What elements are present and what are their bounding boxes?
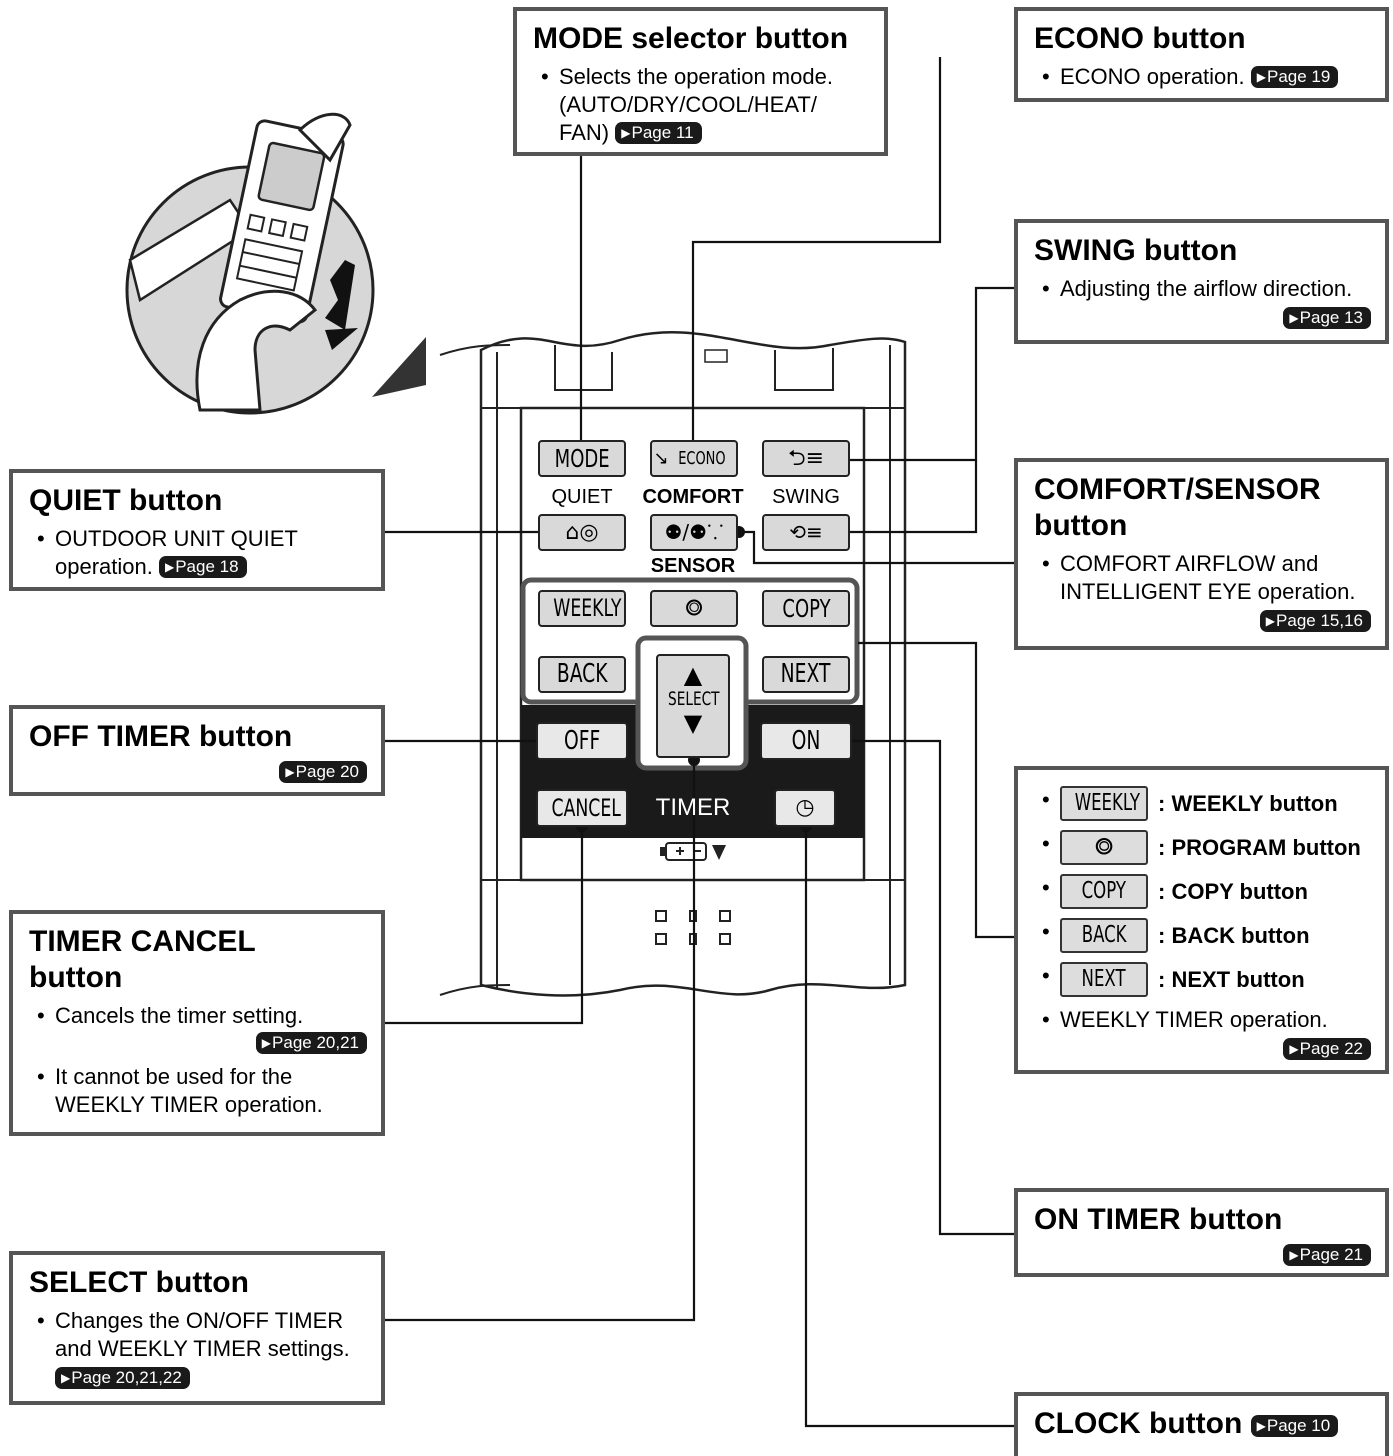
page-ref: Page 20,21,22	[55, 1367, 190, 1389]
select-down-icon: ▼	[683, 709, 703, 737]
back-key: BACK	[1060, 918, 1148, 953]
mode-button[interactable]: MODE	[538, 440, 626, 477]
weekly-key: WEEKLY	[1060, 786, 1148, 821]
weekly-key-row: WEEKLY: WEEKLY button	[1034, 786, 1371, 821]
page-ref: Page 20	[279, 761, 367, 783]
clock-icon: ◷	[795, 795, 815, 820]
callout-select: SELECT button Changes the ON/OFF TIMER a…	[9, 1251, 385, 1405]
hand-illustration	[125, 112, 426, 415]
next-key: NEXT	[1060, 962, 1148, 997]
battery-icon	[660, 842, 726, 861]
callout-timer-cancel: TIMER CANCEL button Cancels the timer se…	[9, 910, 385, 1136]
weekly-button[interactable]: WEEKLY	[538, 590, 626, 627]
program-key-row: ⭗: PROGRAM button	[1034, 830, 1371, 865]
on-timer-button[interactable]: ON	[760, 722, 852, 760]
timer-cancel-button[interactable]: CANCEL	[536, 789, 628, 827]
copy-key-row: COPY: COPY button	[1034, 874, 1371, 909]
pointer-triangle	[372, 337, 426, 397]
callout-clock: CLOCK button Page 10	[1014, 1392, 1389, 1456]
page-ref: Page 13	[1283, 307, 1371, 329]
page-ref: Page 22	[1283, 1038, 1371, 1060]
comfort-sensor-button[interactable]: ⚉/⚉⸪	[650, 514, 738, 551]
callout-on-timer: ON TIMER button Page 21	[1014, 1188, 1389, 1277]
back-key-row: BACK: BACK button	[1034, 918, 1371, 953]
copy-key: COPY	[1060, 874, 1148, 909]
callout-swing: SWING button Adjusting the airflow direc…	[1014, 219, 1389, 344]
sensor-label: SENSOR	[650, 555, 736, 577]
page-ref: Page 18	[158, 556, 247, 578]
quiet-bullet: OUTDOOR UNIT QUIET operation. Page 18	[29, 525, 367, 581]
swing-louver-icon: ⮌≡	[787, 446, 825, 471]
program-key-icon: ⭗	[1060, 830, 1148, 865]
page-ref: Page 21	[1283, 1244, 1371, 1266]
outdoor-unit-icon: ⌂◎	[565, 520, 599, 545]
quiet-label: QUIET	[551, 486, 613, 508]
swing-label: SWING	[772, 486, 840, 508]
back-button[interactable]: BACK	[538, 656, 626, 693]
econo-button[interactable]: ↘ECONO	[650, 440, 738, 477]
page-ref: Page 10	[1250, 1415, 1339, 1437]
page-ref: Page 19	[1250, 66, 1339, 88]
callout-econo: ECONO button ECONO operation. Page 19	[1014, 7, 1389, 102]
page-ref: Page 20,21	[255, 1032, 367, 1054]
clock-button[interactable]: ◷	[774, 789, 836, 827]
swing-button[interactable]: ⟲≡	[762, 514, 850, 551]
callout-comfort-sensor: COMFORT/SENSOR button COMFORT AIRFLOW an…	[1014, 458, 1389, 650]
comfort-sensor-bullet: COMFORT AIRFLOW and INTELLIGENT EYE oper…	[1034, 550, 1371, 606]
callout-weekly-group: WEEKLY: WEEKLY button ⭗: PROGRAM button …	[1014, 766, 1389, 1074]
callout-off-timer: OFF TIMER button Page 20	[9, 705, 385, 796]
mode-bullet: Selects the operation mode. (AUTO/DRY/CO…	[533, 63, 870, 147]
leader-lines	[383, 57, 1014, 1428]
page-ref: Page 11	[615, 122, 702, 144]
select-button[interactable]: ▲ SELECT ▼	[656, 654, 730, 758]
swing-button-top[interactable]: ⮌≡	[762, 440, 850, 477]
econo-arrow-icon: ↘	[653, 448, 669, 469]
callout-quiet: QUIET button OUTDOOR UNIT QUIET operatio…	[9, 469, 385, 591]
select-up-icon: ▲	[683, 661, 703, 689]
off-timer-button[interactable]: OFF	[536, 722, 628, 760]
page-ref: Page 15,16	[1259, 610, 1371, 632]
timer-cancel-bullet-1: Cancels the timer setting.	[29, 1002, 367, 1030]
swing-bullet: Adjusting the airflow direction.	[1034, 275, 1371, 303]
weekly-bullet: WEEKLY TIMER operation.	[1034, 1006, 1371, 1034]
next-key-row: NEXT: NEXT button	[1034, 962, 1371, 997]
program-button[interactable]: ⭗	[650, 590, 738, 627]
next-button[interactable]: NEXT	[762, 656, 850, 693]
select-bullet: Changes the ON/OFF TIMER and WEEKLY TIME…	[29, 1307, 367, 1363]
econo-bullet: ECONO operation. Page 19	[1034, 63, 1371, 91]
callout-mode: MODE selector button Selects the operati…	[513, 7, 888, 156]
swing-arc-icon: ⟲≡	[789, 520, 823, 544]
timer-cancel-bullet-2: It cannot be used for the WEEKLY TIMER o…	[29, 1063, 367, 1119]
comfort-sensor-icon: ⚉/⚉⸪	[664, 520, 724, 544]
program-icon: ⭗	[685, 596, 703, 621]
comfort-label: COMFORT	[642, 486, 744, 508]
quiet-button[interactable]: ⌂◎	[538, 514, 626, 551]
timer-label: TIMER	[655, 794, 731, 821]
copy-button[interactable]: COPY	[762, 590, 850, 627]
